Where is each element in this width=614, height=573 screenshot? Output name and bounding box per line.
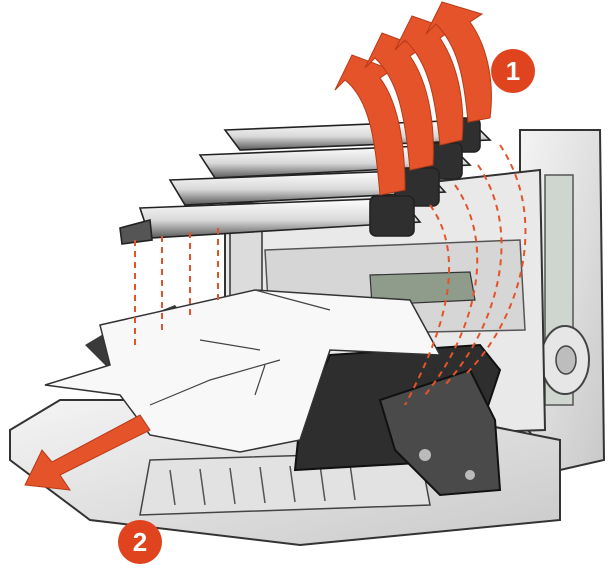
- step-number-2: 2: [133, 527, 147, 557]
- transfer-belt: [293, 343, 502, 497]
- step-badge-1: 1: [491, 49, 535, 93]
- curved-arrow: [425, 1, 492, 123]
- step-badge-2: 2: [118, 520, 162, 564]
- curved-arrows-lift: [334, 1, 492, 196]
- jammed-paper: [44, 289, 442, 453]
- curved-arrow: [364, 32, 434, 171]
- cover-ribs: [169, 463, 356, 506]
- straight-arrow-pull: [24, 414, 151, 491]
- step-number-1: 1: [506, 56, 520, 86]
- alignment-guides-right: [404, 144, 527, 406]
- alignment-guides-left: [134, 228, 219, 345]
- curved-arrow: [334, 54, 406, 196]
- photoconductor-unit-1: [119, 195, 422, 245]
